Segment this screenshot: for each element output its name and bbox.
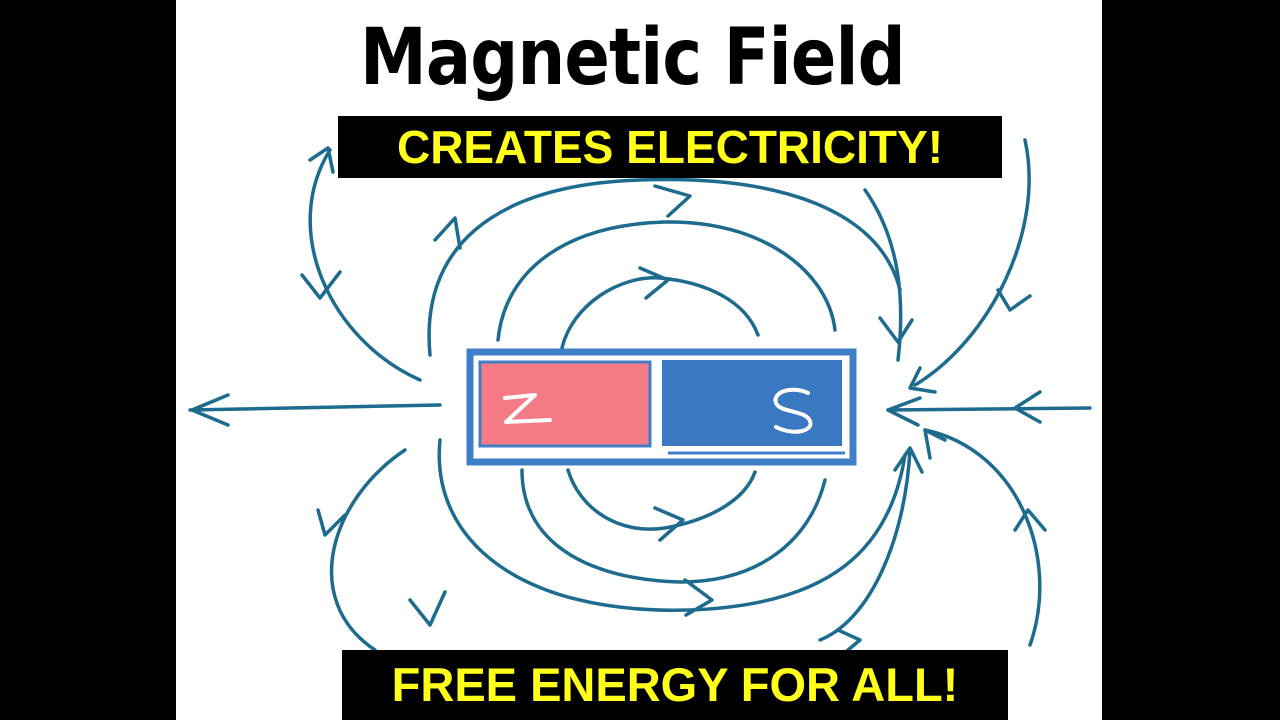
arrow-head (996, 288, 1032, 312)
arrow-head (190, 393, 230, 427)
field-line (308, 148, 422, 382)
field-line (566, 468, 757, 531)
page-title: Magnetic Field (360, 13, 906, 103)
arrow-head (308, 146, 335, 174)
north-pole-label (503, 393, 552, 424)
north-pole (478, 360, 652, 448)
field-line (496, 220, 837, 342)
arrow-head (683, 578, 714, 617)
field-line (520, 468, 827, 584)
arrow-head (653, 506, 685, 542)
bottom-banner: FREE ENERGY FOR ALL! (342, 650, 1008, 720)
field-line (923, 428, 1042, 647)
arrow-head (433, 216, 462, 250)
arrow-head (316, 508, 347, 537)
arrow-head (1013, 508, 1047, 532)
arrow-head (638, 266, 670, 300)
arrow-head (1013, 390, 1042, 424)
pole-labels (503, 387, 813, 434)
field-lines (188, 138, 1092, 652)
field-line (427, 177, 902, 357)
bar-magnet (466, 348, 857, 466)
arrow-head (908, 366, 937, 394)
south-pole (662, 360, 842, 446)
arrow-head (653, 184, 692, 218)
arrow-head (923, 428, 947, 460)
field-line (886, 406, 1092, 412)
field-line (188, 403, 442, 412)
field-line (329, 448, 407, 652)
field-line (437, 438, 907, 612)
arrow-head (886, 396, 922, 427)
south-pole-label (773, 387, 813, 434)
field-arrows (190, 146, 1047, 657)
top-banner: CREATES ELECTRICITY! (338, 116, 1002, 178)
arrow-head (408, 590, 447, 627)
arrow-head (878, 316, 914, 344)
arrow-head (893, 446, 924, 474)
field-line (913, 138, 1031, 387)
arrow-head (300, 270, 342, 300)
